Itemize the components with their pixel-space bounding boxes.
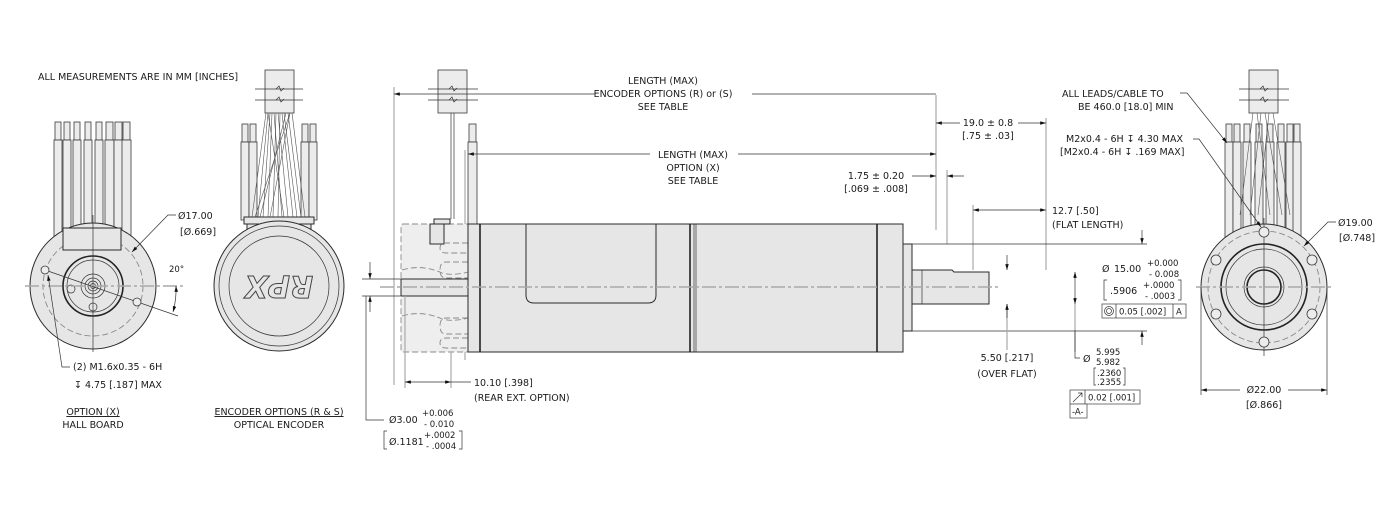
runout-value: 0.02 [.001] xyxy=(1088,394,1135,404)
leads-note-l1: ALL LEADS/CABLE TO xyxy=(1062,89,1164,100)
encoder-housing xyxy=(213,220,345,352)
outer-dia-mm: Ø22.00 xyxy=(1247,385,1282,396)
pilot-dia-tol-minus: - 0.008 xyxy=(1149,270,1179,280)
length-encoder-l2: ENCODER OPTIONS (R) or (S) xyxy=(594,89,733,100)
mounting-hole-icon xyxy=(1258,336,1270,348)
runout-icon xyxy=(1072,392,1083,403)
bolt-circle-mm: Ø19.00 xyxy=(1338,218,1373,229)
front-thread-l2: [M2x0.4 - 6H ↧ .169 MAX] xyxy=(1060,147,1184,158)
side-view: LENGTH (MAX) ENCODER OPTIONS (R) or (S) … xyxy=(362,69,1187,452)
units-note: ALL MEASUREMENTS ARE IN MM [INCHES] xyxy=(38,72,238,83)
encoder-wires xyxy=(251,112,306,218)
rear-shaft-dia-nom: Ø3.00 xyxy=(389,415,418,426)
rear-shaft-in-tol-minus: - .0004 xyxy=(426,442,456,452)
rear-ext-mm: 10.10 [.398] xyxy=(474,378,533,389)
mounting-hole-icon xyxy=(1210,254,1222,266)
mounting-hole-icon xyxy=(1258,226,1270,238)
front-leads xyxy=(1224,112,1302,241)
concentricity-datum: A xyxy=(1176,308,1182,318)
leads-note-l2: BE 460.0 [18.0] MIN xyxy=(1078,102,1173,113)
pilot-length-in: [.069 ± .008] xyxy=(844,184,908,195)
encoder-caption-title: ENCODER OPTIONS (R & S) xyxy=(214,407,343,418)
pilot-length-mm: 1.75 ± 0.20 xyxy=(848,171,904,182)
encoder-caption-sub: OPTICAL ENCODER xyxy=(234,420,325,431)
over-flat-mm: 5.50 [.217] xyxy=(981,353,1034,364)
pilot-dia-in-tol-plus: +.0000 xyxy=(1143,281,1174,291)
over-flat-label: (OVER FLAT) xyxy=(977,369,1036,380)
pilot-dia-in-tol-minus: - .0003 xyxy=(1145,292,1175,302)
datum-label: -A- xyxy=(1072,408,1084,418)
length-encoder-l1: LENGTH (MAX) xyxy=(628,76,698,87)
shaft-dia-prefix: Ø xyxy=(1083,354,1090,365)
pilot-dia-nom: 15.00 xyxy=(1114,264,1141,275)
rear-shaft-tol-plus: +0.006 xyxy=(422,409,453,419)
mounting-hole-icon xyxy=(1306,308,1318,320)
outer-dia-in: [Ø.866] xyxy=(1246,400,1282,411)
length-encoder-l3: SEE TABLE xyxy=(638,102,688,113)
angle-label: 20° xyxy=(169,265,184,275)
hall-caption-title: OPTION (X) xyxy=(66,407,119,418)
hall-board-view: 20° Ø17.00 [Ø.669] (2) M1.6x0.35 - 6H ↧ … xyxy=(25,121,216,431)
rpx-logo: RPX xyxy=(243,268,313,303)
optical-encoder-view: RPX ENCODER OPTIONS (R & S) OPTICAL ENCO… xyxy=(213,69,345,431)
concentricity-value: 0.05 [.002] xyxy=(1119,308,1166,318)
rear-shaft-in-tol-plus: +.0002 xyxy=(424,431,455,441)
flat-length-label: (FLAT LENGTH) xyxy=(1052,220,1123,231)
shaft-dia-in-max: .2360 xyxy=(1097,369,1121,379)
shaft-dia-min: 5.982 xyxy=(1096,358,1120,368)
runout-frame: 0.02 [.001] -A- xyxy=(1069,389,1141,419)
concentricity-icon xyxy=(1104,306,1114,316)
rear-shaft-tol-minus: - 0.010 xyxy=(424,420,454,430)
rear-ext-label: (REAR EXT. OPTION) xyxy=(474,393,570,404)
shaft-length-mm: 19.0 ± 0.8 xyxy=(963,118,1013,129)
bolt-circle-in: [Ø.748] xyxy=(1339,233,1375,244)
pilot-dia-prefix: Ø xyxy=(1102,264,1109,275)
hall-dia-mm: Ø17.00 xyxy=(178,211,213,222)
pilot-dia-tol-plus: +0.000 xyxy=(1147,259,1178,269)
shaft-length-in: [.75 ± .03] xyxy=(962,131,1014,142)
length-x-l2: OPTION (X) xyxy=(666,163,719,174)
rear-shaft-in-nom: Ø.1181 xyxy=(389,437,424,448)
length-x-l1: LENGTH (MAX) xyxy=(658,150,728,161)
thread-hole-icon xyxy=(40,265,50,275)
shaft-dia-in-min: .2355 xyxy=(1097,378,1121,388)
hall-dia-in: [Ø.669] xyxy=(180,227,216,238)
mounting-holes xyxy=(1210,226,1318,348)
flat-length-mm: 12.7 [.50] xyxy=(1052,206,1099,217)
thread-hole-icon xyxy=(132,297,142,307)
front-view: ALL LEADS/CABLE TO BE 460.0 [18.0] MIN M… xyxy=(1060,69,1375,411)
shaft-dia-max: 5.995 xyxy=(1096,348,1120,358)
hall-leads xyxy=(53,121,132,251)
mounting-hole-icon xyxy=(1306,254,1318,266)
front-thread-l1: M2x0.4 - 6H ↧ 4.30 MAX xyxy=(1066,134,1183,145)
hall-caption-sub: HALL BOARD xyxy=(62,420,123,431)
concentricity-frame: 0.05 [.002] A xyxy=(1101,303,1187,319)
pilot-dia-in-nom: .5906 xyxy=(1110,286,1137,297)
length-x-l3: SEE TABLE xyxy=(668,176,718,187)
hall-thread-spec: (2) M1.6x0.35 - 6H xyxy=(73,362,162,373)
hall-thread-depth: ↧ 4.75 [.187] MAX xyxy=(74,380,162,391)
mounting-hole-icon xyxy=(1210,308,1222,320)
